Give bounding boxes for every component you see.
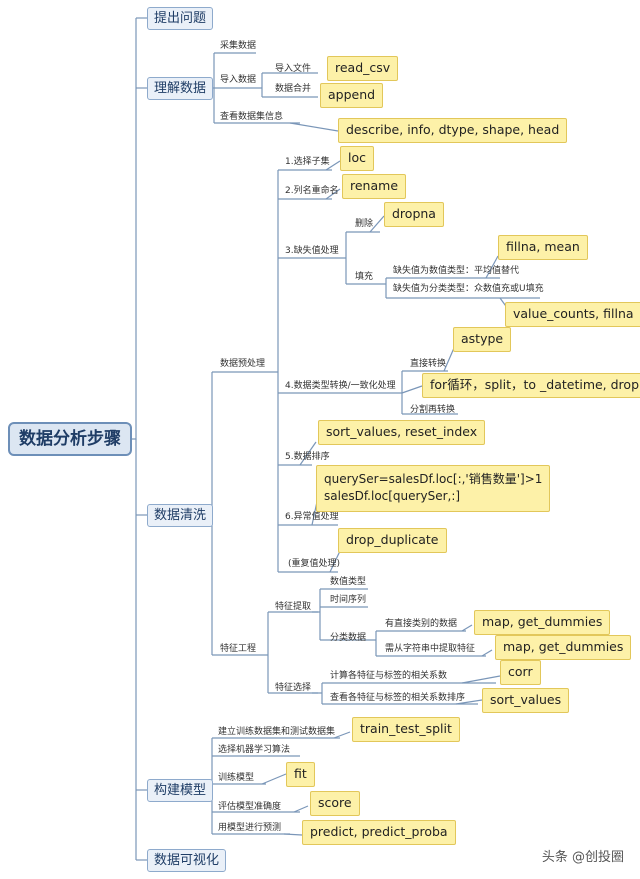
tag-corr[interactable]: corr xyxy=(500,660,541,685)
node-outliers[interactable]: 6.异常值处理 xyxy=(285,512,339,522)
node-sort-data[interactable]: 5.数据排序 xyxy=(285,452,330,462)
node-direct-convert[interactable]: 直接转换 xyxy=(410,359,447,369)
tag-sort-values[interactable]: sort_values xyxy=(482,688,570,713)
category-visualization[interactable]: 数据可视化 xyxy=(147,849,227,872)
node-fill-numeric[interactable]: 缺失值为数值类型：平均值替代 xyxy=(393,266,520,276)
category-data-cleaning[interactable]: 数据清洗 xyxy=(147,504,214,527)
tag-fillna-mean[interactable]: fillna, mean xyxy=(498,235,588,260)
tag-map-dummies-1[interactable]: map, get_dummies xyxy=(474,610,611,635)
tag-rename[interactable]: rename xyxy=(342,174,407,199)
root-node[interactable]: 数据分析步骤 xyxy=(8,422,132,456)
node-fill[interactable]: 填充 xyxy=(355,272,374,282)
node-collect-data[interactable]: 采集数据 xyxy=(220,41,257,51)
node-import-file[interactable]: 导入文件 xyxy=(275,64,312,74)
watermark: 头条 @创投圈 xyxy=(541,850,624,865)
node-train-model[interactable]: 训练模型 xyxy=(218,773,255,783)
node-split-convert[interactable]: 分割再转换 xyxy=(410,405,456,415)
tag-value-counts[interactable]: value_counts, fillna xyxy=(505,302,640,327)
node-choose-algorithm[interactable]: 选择机器学习算法 xyxy=(218,745,291,755)
tag-score[interactable]: score xyxy=(310,791,360,816)
tag-fit[interactable]: fit xyxy=(286,762,315,787)
node-type-conversion[interactable]: 4.数据类型转换/一致化处理 xyxy=(285,381,396,391)
node-string-extract[interactable]: 需从字符串中提取特征 xyxy=(385,644,476,654)
tag-query-code[interactable]: querySer=salesDf.loc[:,'销售数量']>1 salesDf… xyxy=(316,465,551,512)
tag-for-loop[interactable]: for循环，split，to _datetime, dropna xyxy=(422,373,640,398)
node-import-data[interactable]: 导入数据 xyxy=(220,75,257,85)
node-fill-categorical[interactable]: 缺失值为分类类型：众数值充或U填充 xyxy=(393,284,544,294)
tag-astype[interactable]: astype xyxy=(453,327,512,352)
tag-append[interactable]: append xyxy=(320,83,384,108)
tag-read-csv[interactable]: read_csv xyxy=(327,56,399,81)
node-predict[interactable]: 用模型进行预测 xyxy=(218,823,282,833)
node-delete[interactable]: 删除 xyxy=(355,219,374,229)
tag-loc[interactable]: loc xyxy=(340,146,374,171)
node-evaluate-model[interactable]: 评估模型准确度 xyxy=(218,802,282,812)
category-ask-question[interactable]: 提出问题 xyxy=(147,7,214,30)
tag-dropna[interactable]: dropna xyxy=(384,202,444,227)
node-merge-data[interactable]: 数据合并 xyxy=(275,84,312,94)
node-corr-calc[interactable]: 计算各特征与标签的相关系数 xyxy=(330,671,448,681)
node-direct-category[interactable]: 有直接类别的数据 xyxy=(385,619,458,629)
tag-sort-reset[interactable]: sort_values, reset_index xyxy=(318,420,486,445)
node-time-series[interactable]: 时间序列 xyxy=(330,595,367,605)
tag-drop-duplicate[interactable]: drop_duplicate xyxy=(338,528,447,553)
node-rename-columns[interactable]: 2.列名重命名 xyxy=(285,186,339,196)
node-categorical-data[interactable]: 分类数据 xyxy=(330,633,367,643)
tag-describe[interactable]: describe, info, dtype, shape, head xyxy=(338,118,568,143)
node-corr-sort[interactable]: 查看各特征与标签的相关系数排序 xyxy=(330,693,466,703)
category-understand-data[interactable]: 理解数据 xyxy=(147,77,214,100)
node-view-info[interactable]: 查看数据集信息 xyxy=(220,112,284,122)
node-split-datasets[interactable]: 建立训练数据集和测试数据集 xyxy=(218,727,336,737)
node-feature-engineering[interactable]: 特征工程 xyxy=(220,644,257,654)
category-build-model[interactable]: 构建模型 xyxy=(147,779,214,802)
node-duplicates[interactable]: (重复值处理) xyxy=(288,559,341,569)
node-preprocess[interactable]: 数据预处理 xyxy=(220,359,266,369)
node-numeric-type[interactable]: 数值类型 xyxy=(330,577,367,587)
node-feature-selection[interactable]: 特征选择 xyxy=(275,683,312,693)
tag-predict[interactable]: predict, predict_proba xyxy=(302,820,456,845)
tag-train-test-split[interactable]: train_test_split xyxy=(352,717,460,742)
node-select-subset[interactable]: 1.选择子集 xyxy=(285,157,330,167)
node-feature-extraction[interactable]: 特征提取 xyxy=(275,602,312,612)
node-missing-values[interactable]: 3.缺失值处理 xyxy=(285,246,339,256)
tag-map-dummies-2[interactable]: map, get_dummies xyxy=(495,635,632,660)
